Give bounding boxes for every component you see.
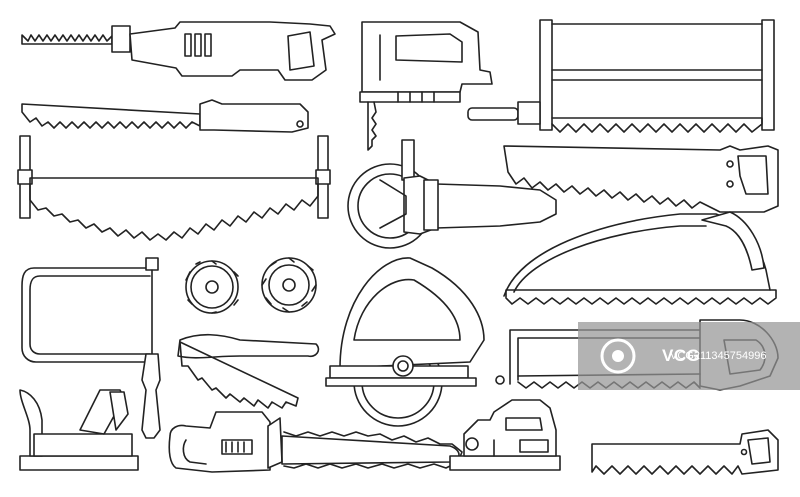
jigsaw-icon	[359, 21, 493, 151]
pruning-saw-icon	[21, 99, 309, 133]
two-man-crosscut-saw-icon	[17, 135, 331, 241]
watermark-id: VCG211345754996	[670, 350, 767, 362]
small-hand-saw-icon	[591, 429, 779, 475]
circular-saw-icon	[325, 257, 505, 427]
reciprocating-saw-icon	[21, 21, 336, 81]
electric-planer-icon	[449, 399, 561, 471]
angle-grinder-icon	[347, 139, 557, 249]
vcg-logo-icon	[578, 322, 658, 390]
watermark-overlay: VCG VCG211345754996	[578, 322, 800, 390]
circular-saw-blade-icon	[185, 260, 239, 314]
coping-saw-icon	[21, 257, 161, 439]
hand-saw-icon	[503, 145, 779, 213]
bow-frame-saw-icon	[467, 19, 775, 133]
circular-saw-blade-toothed-icon	[261, 257, 317, 313]
watermark-brand: VCG	[662, 346, 701, 365]
folding-saw-icon	[177, 333, 320, 409]
bow-saw-icon	[503, 211, 777, 305]
hand-plane-icon	[19, 389, 139, 471]
